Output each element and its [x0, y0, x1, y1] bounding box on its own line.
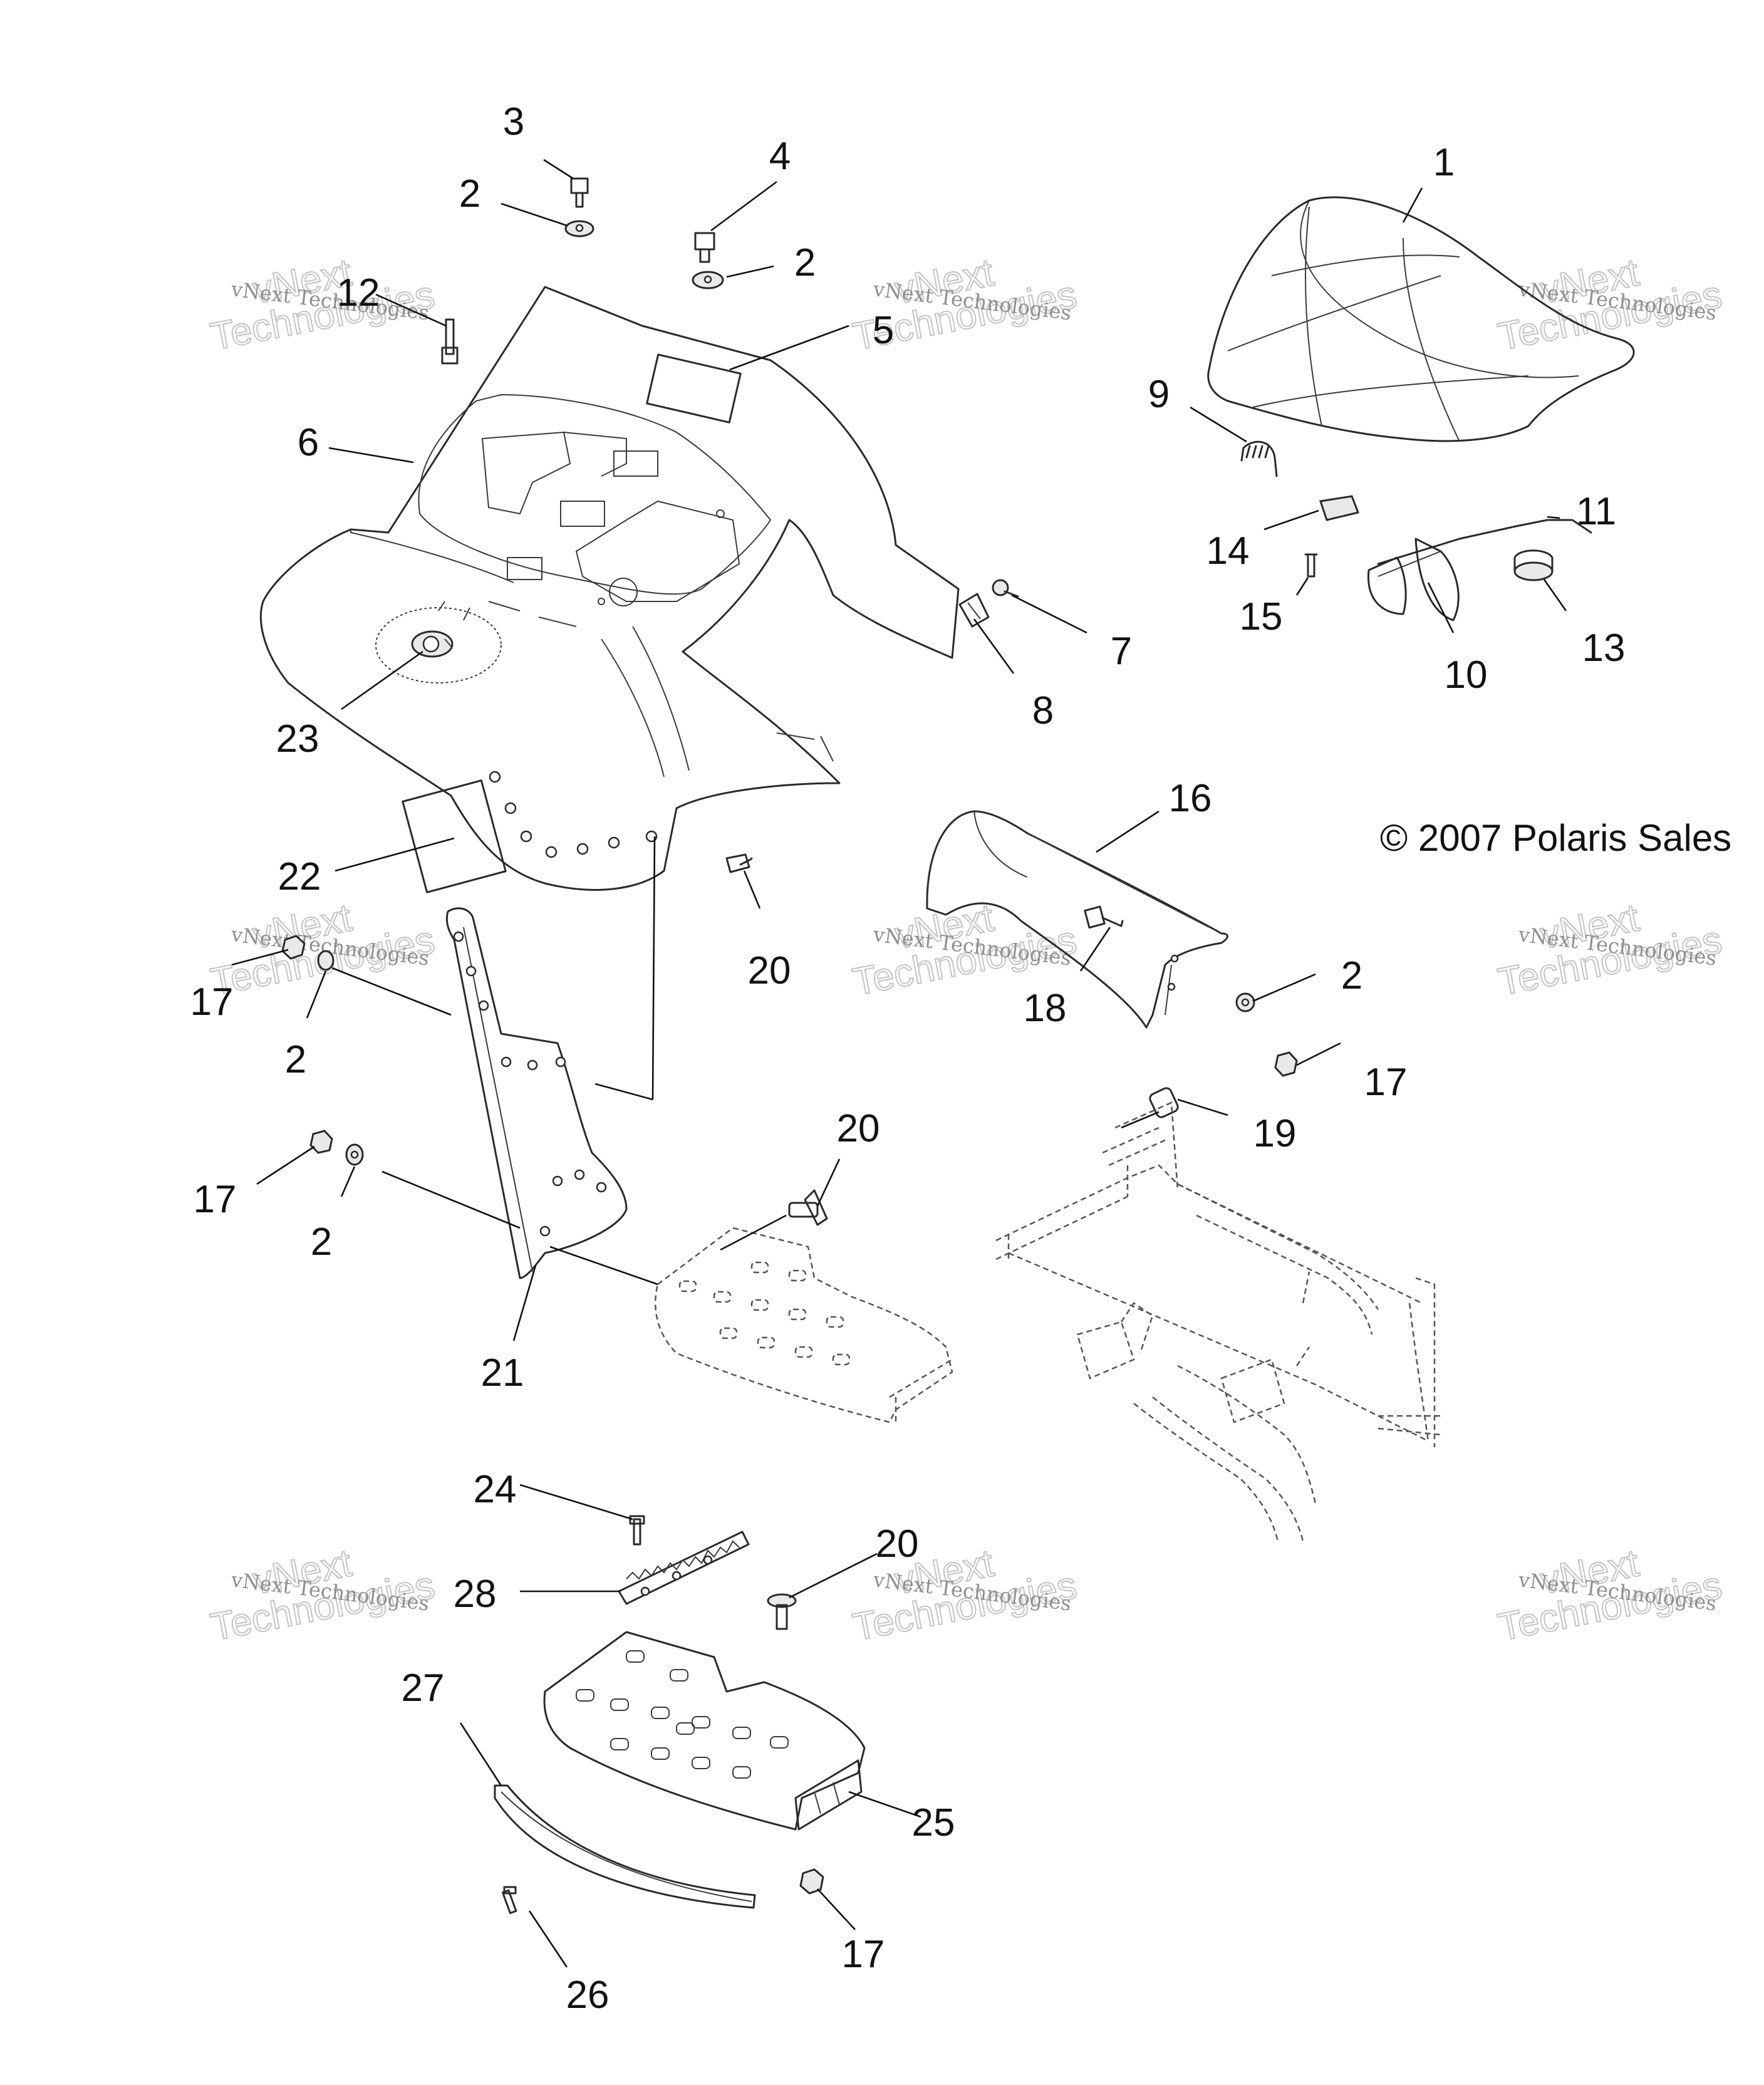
callout-13: 13 — [1582, 627, 1626, 670]
part-16-rear-panel — [926, 810, 1228, 1029]
callout-14: 14 — [1206, 529, 1250, 573]
callout-5: 5 — [873, 309, 894, 352]
callout-12: 12 — [337, 271, 380, 315]
callout-19: 19 — [1253, 1112, 1297, 1155]
callout-2: 2 — [794, 241, 816, 284]
part-14-latch-plate — [1319, 495, 1360, 521]
callout-28: 28 — [454, 1573, 497, 1616]
part-27-strip — [494, 1784, 756, 1909]
part-20-bolt — [725, 853, 753, 873]
callout-17: 17 — [842, 1933, 885, 1976]
callout-2: 2 — [311, 1220, 332, 1264]
part-17-nut — [309, 1130, 333, 1154]
part-2-washer — [317, 950, 335, 971]
callout-4: 4 — [769, 135, 791, 178]
callout-25: 25 — [912, 1801, 955, 1844]
part-11-latch-rod — [1377, 519, 1592, 565]
strip-edge — [501, 1791, 752, 1902]
callout-20: 20 — [837, 1107, 880, 1150]
part-8-clip — [958, 593, 990, 628]
callout-2: 2 — [459, 172, 480, 216]
washer-hole — [1241, 998, 1250, 1007]
leader-lines — [231, 159, 1567, 1968]
part-12-pin — [441, 318, 459, 365]
callout-9: 9 — [1148, 373, 1170, 416]
rear-fender-part — [259, 286, 960, 891]
callout-1: 1 — [1433, 141, 1455, 184]
part-28-grip-strip — [618, 1531, 750, 1605]
callout-27: 27 — [402, 1666, 445, 1710]
footrest-reference — [655, 1227, 953, 1423]
part-17-nut — [799, 1868, 824, 1895]
callout-26: 26 — [566, 1973, 610, 2017]
callout-17: 17 — [1364, 1061, 1408, 1104]
part-26-pin — [501, 1886, 517, 1915]
part-13-bumper — [1513, 549, 1554, 581]
part-24-pin — [629, 1515, 645, 1546]
part-10-latch — [1367, 538, 1460, 621]
callout-21: 21 — [481, 1351, 524, 1395]
part-9-spring — [1240, 440, 1278, 477]
part-19-pin — [1149, 1087, 1179, 1118]
washer-hole — [703, 275, 712, 284]
part-22-decal — [402, 779, 507, 893]
callout-3: 3 — [503, 100, 524, 143]
part-7-screw — [992, 579, 1019, 598]
callout-labels: 1 2 3 4 2 5 12 6 9 14 15 11 10 13 7 8 23… — [190, 100, 1626, 2017]
callout-20: 20 — [876, 1522, 919, 1566]
part-15-pin — [1304, 553, 1318, 578]
part-17-nut — [281, 935, 306, 960]
copyright-text: © 2007 Polaris Sales — [1380, 817, 1731, 859]
callout-17: 17 — [190, 980, 234, 1024]
part-25-footrest — [543, 1631, 866, 1831]
washer-hole — [350, 1150, 359, 1159]
callout-6: 6 — [298, 421, 319, 464]
callout-11: 11 — [1576, 490, 1616, 533]
part-20-bolt — [767, 1593, 797, 1630]
callout-15: 15 — [1240, 595, 1283, 638]
part-4-bolt — [694, 232, 715, 263]
callout-24: 24 — [474, 1468, 517, 1511]
callout-2: 2 — [285, 1038, 306, 1081]
part-23-cap — [411, 630, 454, 658]
callout-18: 18 — [1024, 987, 1067, 1030]
callout-10: 10 — [1445, 653, 1488, 697]
part-21-mud-flap — [445, 907, 628, 1279]
callout-23: 23 — [276, 717, 319, 761]
part-3-bolt — [570, 177, 589, 208]
part-20-bolt — [788, 1189, 828, 1226]
callout-2: 2 — [1341, 954, 1362, 997]
part-18-bolt — [1084, 905, 1124, 929]
callout-8: 8 — [1032, 689, 1054, 732]
seat-part — [1207, 196, 1635, 442]
callout-7: 7 — [1111, 630, 1132, 673]
callout-16: 16 — [1169, 777, 1212, 820]
callout-17: 17 — [194, 1178, 237, 1221]
callout-20: 20 — [748, 949, 791, 992]
callout-22: 22 — [278, 855, 321, 898]
part-17-nut — [1274, 1051, 1298, 1077]
washer-hole — [575, 224, 584, 232]
frame-reference — [995, 1101, 1441, 1542]
part-5-decal — [646, 353, 742, 424]
